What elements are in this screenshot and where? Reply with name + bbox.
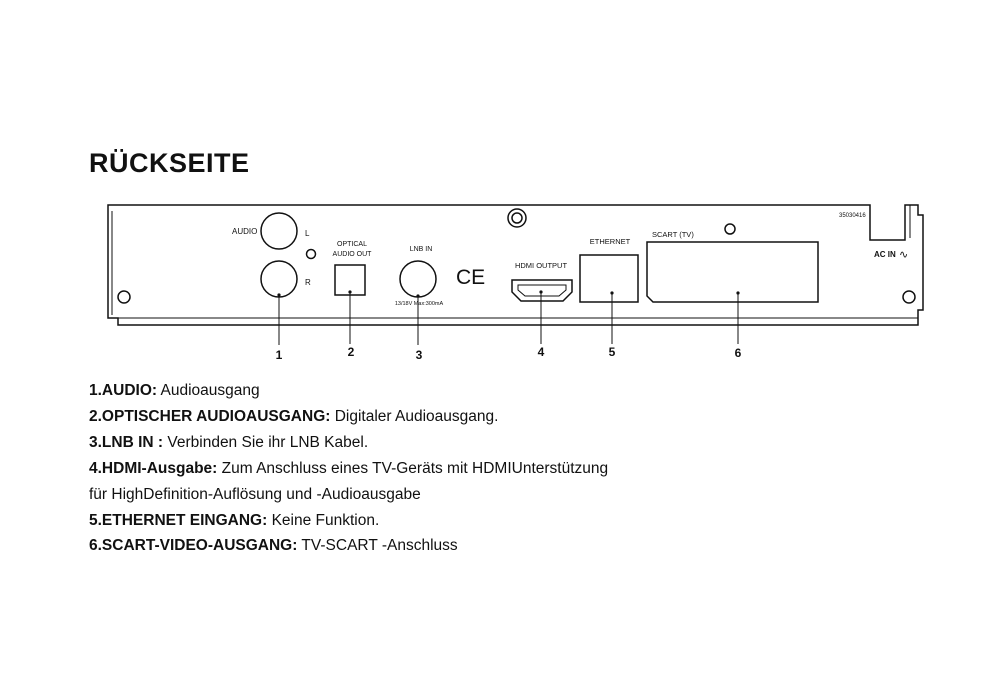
hdmi-port — [511, 279, 573, 302]
page-title: RÜCKSEITE — [89, 148, 250, 178]
audio-l-jack — [260, 212, 298, 250]
description-text: TV-SCART -Anschluss — [297, 537, 458, 555]
device-ledge — [111, 205, 918, 319]
device-outline — [107, 204, 924, 326]
hdmi-label: HDMI OUTPUT — [515, 261, 567, 270]
description-item: 2.OPTISCHER AUDIOAUSGANG: Digitaler Audi… — [89, 404, 608, 430]
description-item: 6.SCART-VIDEO-AUSGANG: TV-SCART -Anschlu… — [89, 533, 608, 559]
lnb-label: LNB IN — [410, 246, 433, 253]
description-term: 1.AUDIO: — [89, 382, 158, 399]
description-term: 4.HDMI-Ausgabe: — [89, 459, 218, 477]
description-term: 2.OPTISCHER AUDIOAUSGANG: — [89, 407, 331, 425]
scart-port — [646, 241, 819, 303]
description-text: Digitaler Audioausgang. — [330, 407, 499, 425]
audio-left-label: L — [305, 229, 310, 238]
description-term: 3.LNB IN : — [89, 433, 164, 451]
callout-4: 4 — [538, 345, 545, 359]
ground-screw-inner-icon — [511, 212, 523, 224]
ac-in-label: AC IN — [874, 250, 896, 259]
callout-3: 3 — [416, 348, 423, 362]
scart-screw-icon — [724, 223, 736, 235]
scart-label: SCART (TV) — [652, 230, 694, 239]
callout-5: 5 — [609, 345, 616, 359]
audio-led-icon — [305, 248, 317, 260]
optical-label-line2: AUDIO OUT — [333, 251, 373, 258]
screw-left-icon — [117, 290, 131, 304]
lnb-spec: 13/18V Max:300mA — [395, 301, 444, 307]
optical-label-line1: OPTICAL — [337, 241, 367, 248]
description-text: Verbinden Sie ihr LNB Kabel. — [163, 433, 369, 451]
description-item: 3.LNB IN : Verbinden Sie ihr LNB Kabel. — [89, 430, 608, 456]
description-term: 5.ETHERNET EINGANG: — [89, 511, 268, 529]
hdmi-port-inner — [517, 284, 567, 297]
callout-2: 2 — [348, 345, 355, 359]
ground-screw-outer-icon — [507, 208, 527, 228]
port-description-list: 1.AUDIO: Audioausgang 2.OPTISCHER AUDIOA… — [89, 378, 608, 559]
description-text: für HighDefinition-Auflösung und -Audioa… — [89, 485, 421, 503]
description-item: 1.AUDIO: Audioausgang — [89, 378, 608, 404]
serial-number: 35030416 — [839, 213, 866, 219]
ac-symbol-icon: ∿ — [899, 249, 908, 261]
ce-mark: CE — [456, 266, 485, 289]
description-text: Keine Funktion. — [267, 511, 380, 529]
callout-1: 1 — [276, 348, 283, 362]
description-text: Zum Anschluss eines TV-Geräts mit HDMIUn… — [217, 459, 609, 477]
ethernet-port — [579, 254, 639, 303]
callout-6: 6 — [735, 346, 742, 360]
ethernet-label: ETHERNET — [590, 237, 631, 246]
audio-label: AUDIO — [232, 227, 257, 236]
description-text: Audioausgang — [157, 382, 260, 399]
description-item: für HighDefinition-Auflösung und -Audioa… — [89, 482, 608, 508]
audio-r-jack — [260, 260, 298, 298]
screw-right-icon — [902, 290, 916, 304]
lnb-port — [399, 260, 437, 298]
description-term: 6.SCART-VIDEO-AUSGANG: — [89, 537, 298, 555]
audio-right-label: R — [305, 278, 311, 287]
description-item: 5.ETHERNET EINGANG: Keine Funktion. — [89, 508, 608, 534]
description-item: 4.HDMI-Ausgabe: Zum Anschluss eines TV-G… — [89, 456, 608, 482]
